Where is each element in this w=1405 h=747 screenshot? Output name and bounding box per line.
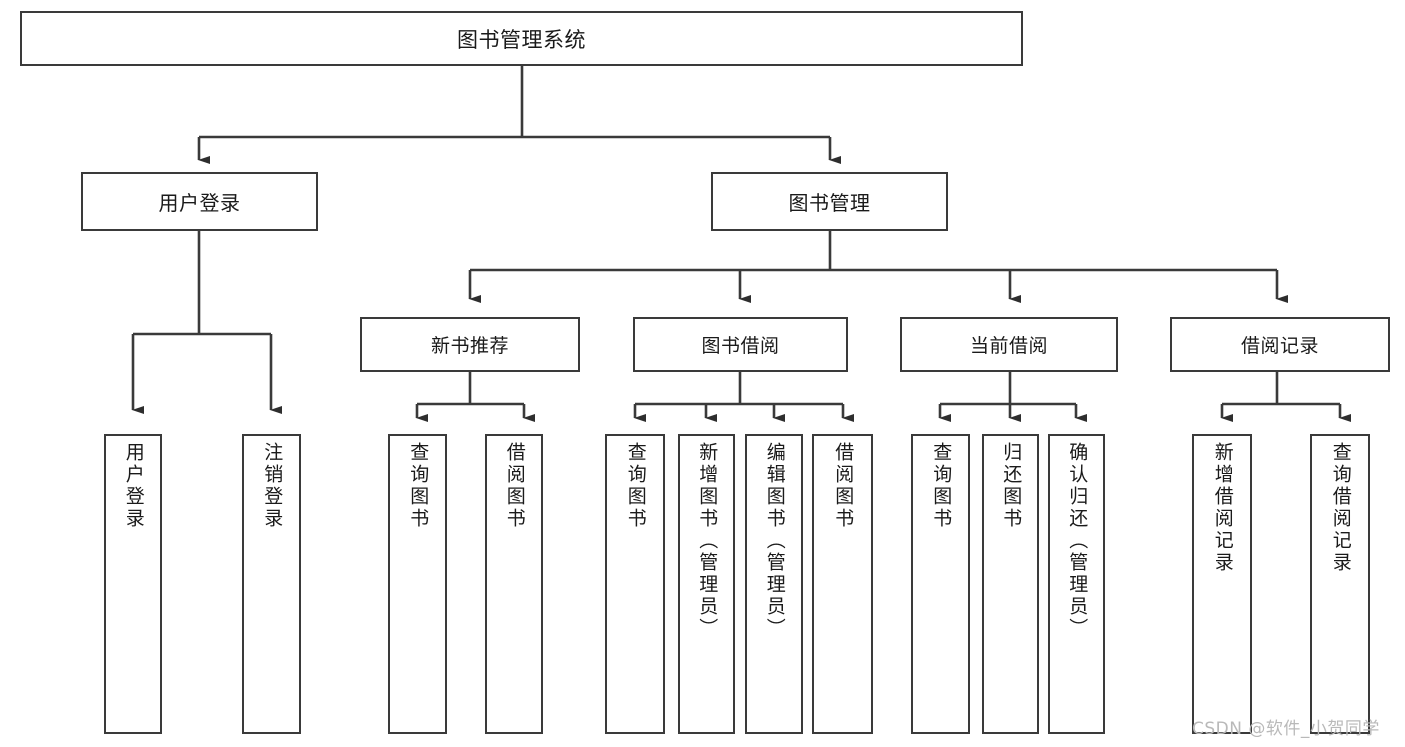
node-new-book-recommend[interactable]: 新书推荐: [360, 317, 580, 372]
leaf-borrow-query-book[interactable]: 查询图书: [605, 434, 665, 734]
node-label: 查询图书: [407, 442, 430, 530]
leaf-borrow-add-book-admin[interactable]: 新增图书（管理员）: [678, 434, 735, 734]
node-label: 查询借阅记录: [1329, 442, 1352, 574]
node-label: 借阅图书: [832, 442, 855, 530]
leaf-record-query-record[interactable]: 查询借阅记录: [1310, 434, 1370, 734]
node-label: 新增借阅记录: [1211, 442, 1234, 574]
leaf-new-book-borrow[interactable]: 借阅图书: [485, 434, 543, 734]
node-label: 编辑图书（管理员）: [763, 442, 786, 640]
node-label: 查询图书: [624, 442, 647, 530]
leaf-record-add-record[interactable]: 新增借阅记录: [1192, 434, 1252, 734]
node-label: 查询图书: [930, 442, 953, 530]
node-label: 借阅图书: [503, 442, 526, 530]
leaf-current-query-book[interactable]: 查询图书: [911, 434, 970, 734]
node-label: 借阅记录: [1240, 335, 1319, 357]
leaf-user-login-login[interactable]: 用户登录: [104, 434, 162, 734]
leaf-borrow-borrow-book[interactable]: 借阅图书: [812, 434, 873, 734]
node-label: 用户登录: [158, 191, 241, 215]
node-book-management[interactable]: 图书管理: [711, 172, 948, 231]
node-label: 确认归还（管理员）: [1066, 442, 1089, 640]
node-label: 用户登录: [122, 442, 145, 530]
node-user-login[interactable]: 用户登录: [81, 172, 318, 231]
node-label: 图书管理系统: [457, 27, 586, 52]
node-label: 当前借阅: [969, 335, 1048, 357]
node-borrow-record[interactable]: 借阅记录: [1170, 317, 1390, 372]
node-root-system[interactable]: 图书管理系统: [20, 11, 1023, 66]
leaf-borrow-edit-book-admin[interactable]: 编辑图书（管理员）: [745, 434, 803, 734]
node-label: 图书管理: [788, 191, 871, 215]
csdn-watermark: CSDN @软件_小贺同学: [1192, 719, 1380, 739]
leaf-new-book-query[interactable]: 查询图书: [388, 434, 447, 734]
node-current-borrow[interactable]: 当前借阅: [900, 317, 1118, 372]
node-label: 图书借阅: [701, 335, 780, 357]
node-book-borrow[interactable]: 图书借阅: [633, 317, 848, 372]
node-label: 注销登录: [261, 442, 284, 530]
node-label: 归还图书: [1000, 442, 1023, 530]
leaf-user-login-logout[interactable]: 注销登录: [242, 434, 301, 734]
node-label: 新增图书（管理员）: [696, 442, 719, 640]
leaf-current-confirm-return-admin[interactable]: 确认归还（管理员）: [1048, 434, 1105, 734]
node-label: 新书推荐: [430, 335, 509, 357]
leaf-current-return-book[interactable]: 归还图书: [982, 434, 1039, 734]
